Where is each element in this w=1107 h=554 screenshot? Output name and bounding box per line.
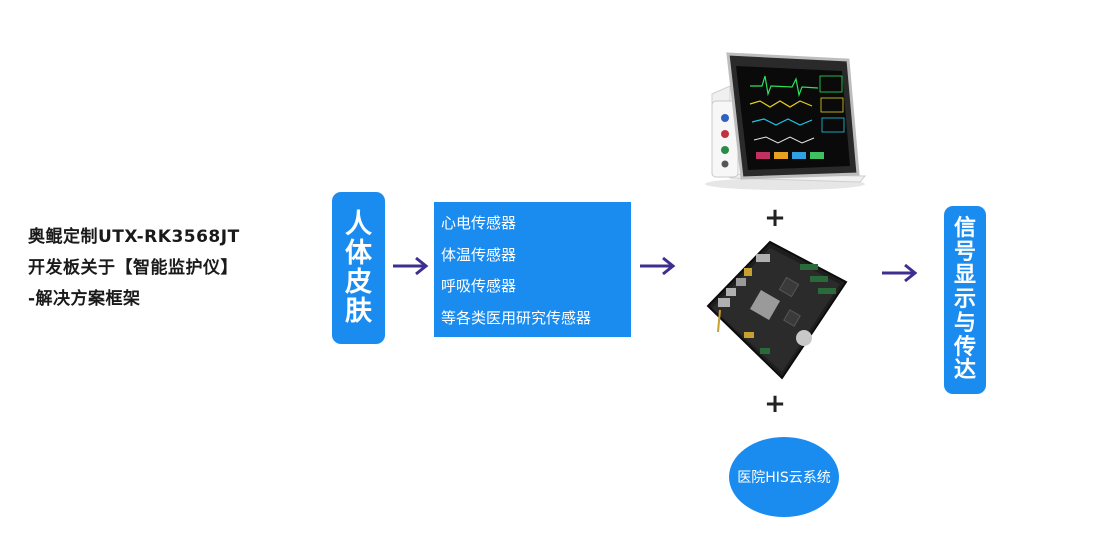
plus-sign: + bbox=[764, 203, 786, 233]
sensor-item: 心电传感器 bbox=[441, 214, 517, 232]
skin-char: 皮 bbox=[345, 267, 372, 298]
signal-char: 与 bbox=[953, 310, 976, 336]
right-arrow-icon bbox=[640, 256, 676, 276]
signal-char: 显 bbox=[953, 263, 976, 289]
cloud-label: 医院HIS云系统 bbox=[737, 470, 831, 486]
plus-sign: + bbox=[764, 389, 786, 419]
right-arrow-icon bbox=[882, 263, 918, 283]
signal-char: 传 bbox=[953, 334, 976, 360]
skin-char: 肤 bbox=[345, 296, 372, 328]
signal-char: 达 bbox=[953, 358, 976, 384]
skin-box: 人 体 皮 肤 bbox=[332, 192, 385, 344]
right-arrow-icon bbox=[393, 256, 429, 276]
signal-box: 信 号 显 示 与 传 达 bbox=[944, 206, 986, 394]
title-line-3: -解决方案框架 bbox=[28, 289, 141, 309]
diagram-title: 奥鲲定制UTX-RK3568JT 开发板关于【智能监护仪】 -解决方案框架 bbox=[28, 222, 240, 315]
sensor-item: 呼吸传感器 bbox=[441, 277, 517, 295]
sensor-item: 体温传感器 bbox=[441, 245, 517, 264]
title-line-1: 奥鲲定制UTX-RK3568JT bbox=[28, 227, 240, 247]
sensors-box: 心电传感器 体温传感器 呼吸传感器 等各类医用研究传感器 bbox=[434, 202, 631, 337]
skin-char: 体 bbox=[345, 237, 372, 269]
signal-char: 号 bbox=[953, 239, 976, 265]
sensor-item: 等各类医用研究传感器 bbox=[441, 308, 592, 327]
his-cloud-system: 医院HIS云系统 bbox=[729, 437, 839, 517]
skin-char: 人 bbox=[345, 208, 372, 240]
title-line-2: 开发板关于【智能监护仪】 bbox=[28, 258, 238, 278]
signal-char: 示 bbox=[953, 287, 976, 313]
patient-monitor-image bbox=[705, 52, 867, 190]
signal-char: 信 bbox=[953, 215, 976, 241]
development-board-image bbox=[706, 240, 848, 380]
